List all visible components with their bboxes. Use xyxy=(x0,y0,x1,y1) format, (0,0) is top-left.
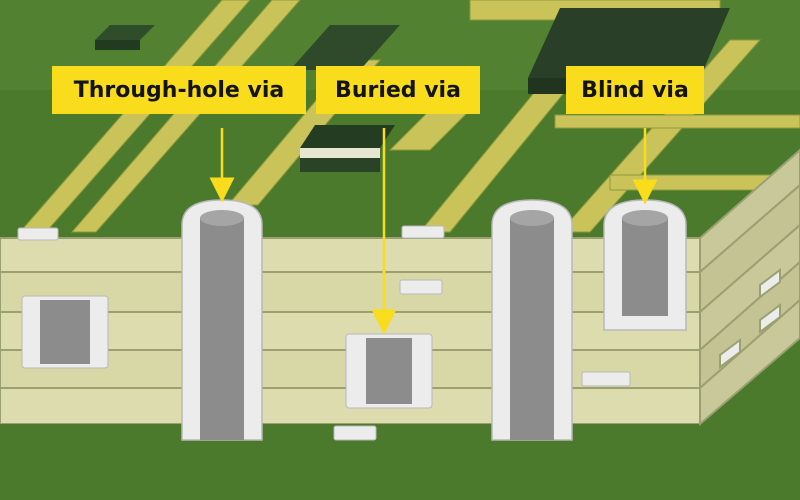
label-blind-via: Blind via xyxy=(566,66,704,114)
buried-via xyxy=(345,333,433,409)
blind-via xyxy=(603,199,687,331)
label-through-hole-via: Through-hole via xyxy=(52,66,306,114)
inner-via-left xyxy=(21,295,109,369)
callout-arrows xyxy=(209,128,658,335)
through-hole-via xyxy=(181,199,263,441)
smd-components xyxy=(95,8,730,172)
board-side-face xyxy=(699,148,800,427)
label-buried-via: Buried via xyxy=(316,66,480,114)
surface-pads xyxy=(17,225,631,441)
through-hole-via-secondary xyxy=(491,199,573,441)
